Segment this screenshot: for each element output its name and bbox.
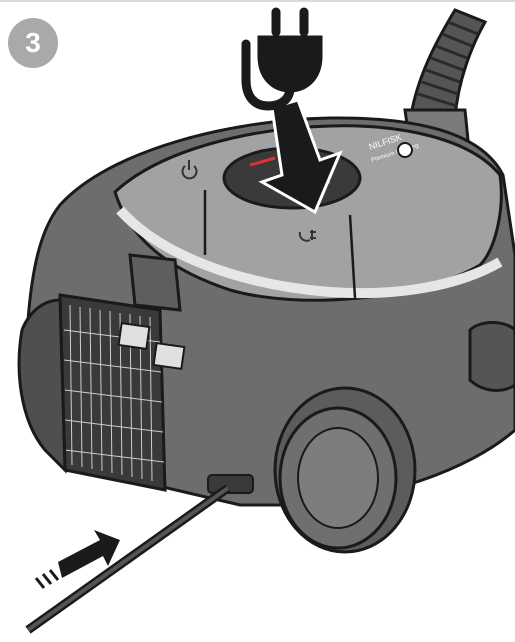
cord-outlet	[208, 475, 253, 493]
left-wheel	[19, 300, 65, 470]
release-button	[398, 143, 412, 157]
power-cord	[28, 488, 228, 630]
right-wheel	[275, 388, 415, 552]
plug-icon	[246, 12, 318, 106]
pull-cord-arrow	[36, 530, 120, 588]
